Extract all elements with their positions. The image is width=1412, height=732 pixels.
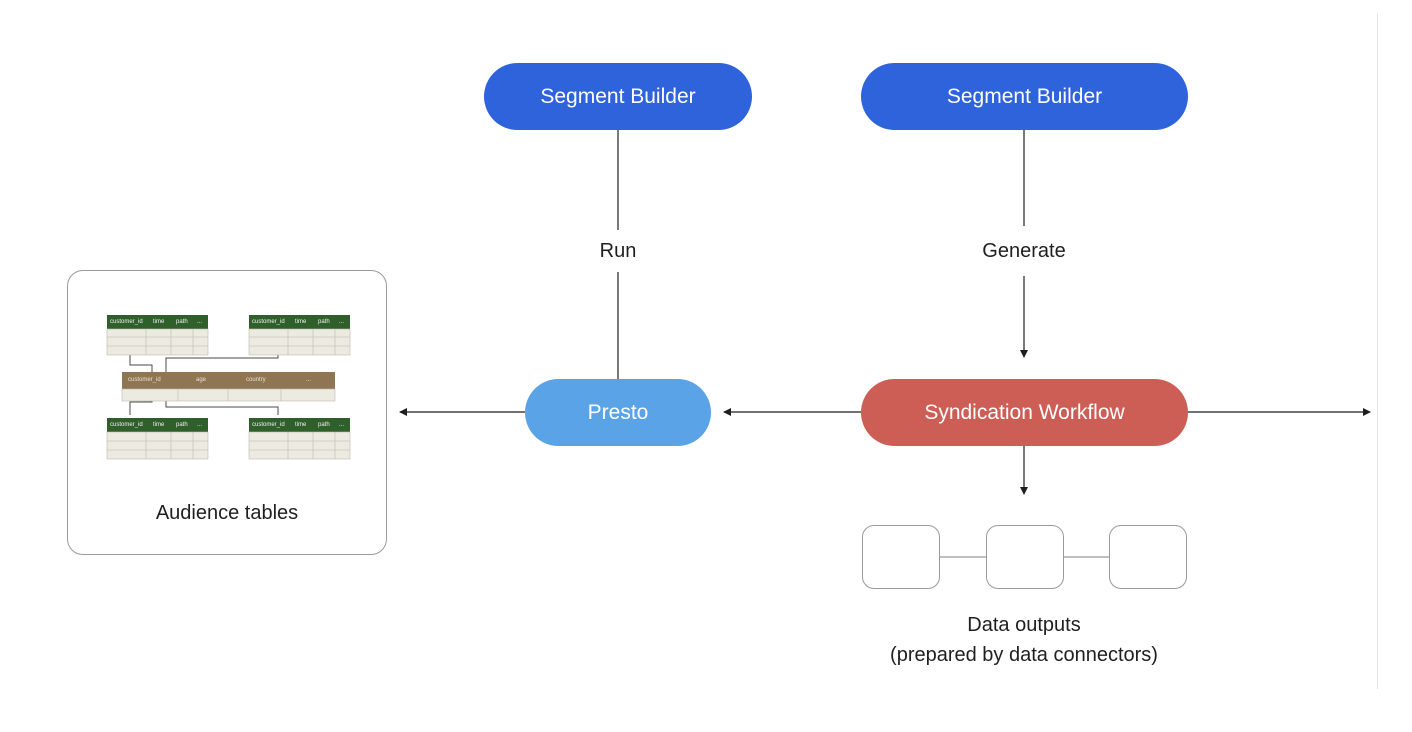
audience-tables-illustration: [106, 315, 351, 460]
generate-label: Generate: [982, 240, 1066, 262]
table-header-cell: path: [318, 319, 330, 325]
presto-node[interactable]: Presto: [525, 379, 711, 446]
syndication-workflow-node[interactable]: Syndication Workflow: [861, 379, 1188, 446]
join-table-header-cell: ...: [306, 377, 312, 383]
table-header-cell: path: [318, 422, 330, 428]
table-header-cell: time: [153, 319, 165, 325]
data-output-box-2[interactable]: [986, 525, 1064, 589]
table-header-cell: time: [153, 422, 165, 428]
data-outputs-subcaption: (prepared by data connectors): [890, 644, 1158, 666]
right-divider: [1377, 14, 1378, 689]
join-table-header-cell: age: [196, 377, 207, 383]
table-header-cell: path: [176, 319, 188, 325]
table-header-cell: ...: [339, 319, 345, 325]
table-header-cell: time: [295, 319, 307, 325]
segment-builder-left-node[interactable]: Segment Builder: [484, 63, 752, 130]
table-header-cell: customer_id: [110, 319, 143, 325]
data-output-box-3[interactable]: [1109, 525, 1187, 589]
join-table-header-cell: country: [246, 377, 266, 383]
table-header-cell: customer_id: [252, 319, 285, 325]
table-header-cell: customer_id: [252, 422, 285, 428]
segment-builder-right-node[interactable]: Segment Builder: [861, 63, 1188, 130]
audience-tables-box[interactable]: customer_id time path ... customer_id ti…: [67, 270, 387, 555]
join-table-header-cell: customer_id: [128, 377, 161, 383]
audience-tables-caption: Audience tables: [155, 502, 299, 524]
table-header-cell: customer_id: [110, 422, 143, 428]
data-outputs-caption: Data outputs: [967, 614, 1081, 636]
table-header-cell: path: [176, 422, 188, 428]
run-label: Run: [599, 240, 637, 262]
table-header-cell: ...: [197, 319, 203, 325]
data-output-box-1[interactable]: [862, 525, 940, 589]
table-header-cell: ...: [197, 422, 203, 428]
table-header-cell: ...: [339, 422, 345, 428]
table-header-cell: time: [295, 422, 307, 428]
